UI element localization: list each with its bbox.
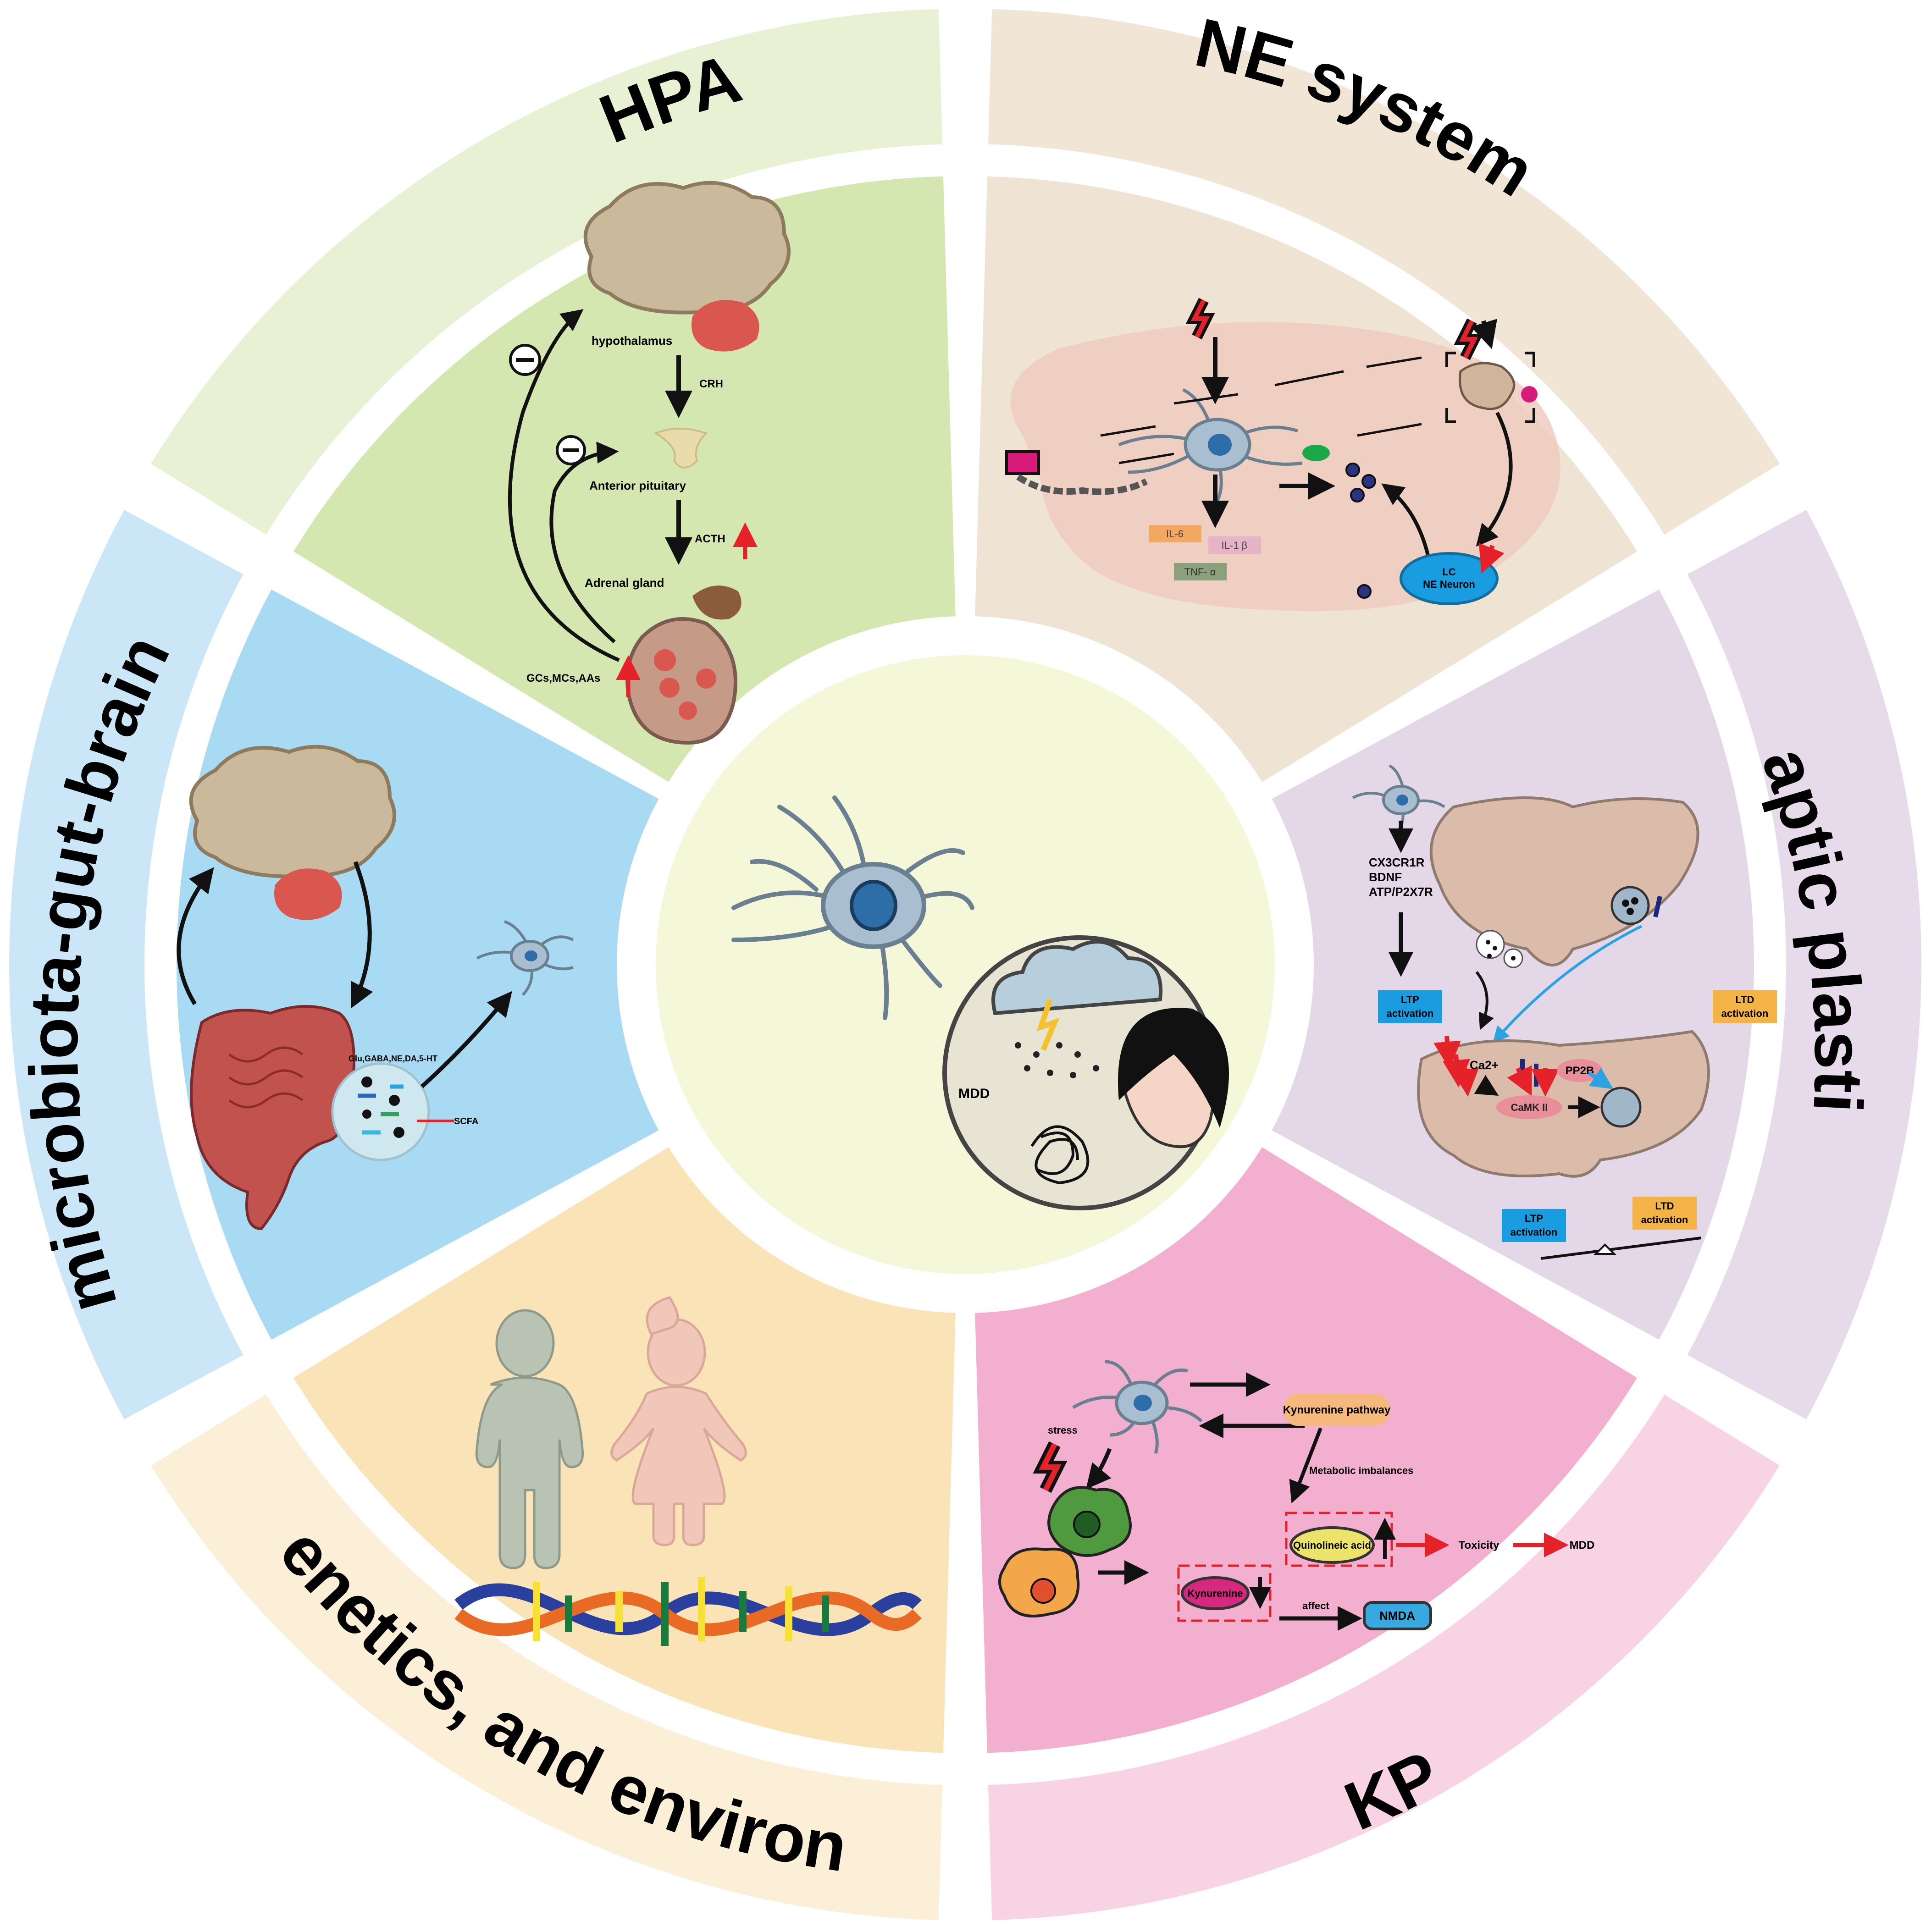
mdd-label: MDD xyxy=(958,1086,990,1101)
kynurenine-pathway-label: Kynurenine pathway xyxy=(1283,1404,1391,1416)
toxicity-label: Toxicity xyxy=(1459,1539,1500,1551)
synaptic-ring-segment xyxy=(1687,510,1921,1419)
kp-sector xyxy=(975,1147,1637,1753)
il6-label: IL-6 xyxy=(1166,528,1184,540)
quinolineic-acid-label: Quinolineic acid xyxy=(1293,1540,1371,1551)
il1b-label: IL-1 β xyxy=(1222,540,1248,551)
ltd-activation-label-bottom: activation xyxy=(1641,1214,1688,1225)
sex-genetics-illustration xyxy=(454,1296,922,1646)
ne-neuron-label: NE Neuron xyxy=(1423,579,1475,590)
dna-helix xyxy=(454,1577,922,1646)
gut-brain-illustration: Glu,GABA,NE,DA,5-HT SCFA xyxy=(177,745,574,1231)
center-microglia xyxy=(731,795,974,1020)
calcium-label: Ca2+ xyxy=(1470,1058,1499,1072)
crh-label: CRH xyxy=(699,378,723,390)
ltp-activation-label-top: activation xyxy=(1387,1008,1434,1019)
hypothalamus-label: hypothalamus xyxy=(592,334,672,348)
synaptic-illustration: CX3CR1R BDNF ATP/P2X7R LTP activation LT… xyxy=(1352,764,1777,1260)
tnfa-label: TNF- α xyxy=(1184,566,1216,578)
outer-ring xyxy=(9,9,1921,1921)
sex-ring-segment xyxy=(151,1394,943,1921)
ltd-label-bottom: LTD xyxy=(1655,1200,1674,1212)
mdd-inset: MDD xyxy=(942,935,1229,1210)
stress-label: stress xyxy=(1048,1424,1078,1436)
acth-label: ACTH xyxy=(695,533,725,545)
neurotransmitters-label: Glu,GABA,NE,DA,5-HT xyxy=(349,1054,437,1063)
cx3cr1r-label: CX3CR1R xyxy=(1369,856,1425,869)
kp-mdd-label: MDD xyxy=(1570,1539,1595,1551)
hpa-ring-segment xyxy=(151,9,943,535)
ne-illustration: LC NE Neuron IL-6 IL-1 β TNF- α xyxy=(1005,298,1560,612)
kynurenine-label: Kynurenine xyxy=(1187,1588,1243,1599)
kp-illustration: Kynurenine pathway stress Metabolic imba… xyxy=(998,1360,1595,1631)
adrenal-gland-label: Adrenal gland xyxy=(585,576,664,590)
hpa-sector xyxy=(293,176,956,782)
ltp-label-top: LTP xyxy=(1401,994,1419,1005)
hpa-illustration: hypothalamus CRH Anterior pituitary ACTH… xyxy=(508,181,791,745)
kp-ring-segment xyxy=(988,1394,1780,1921)
lc-label: LC xyxy=(1442,566,1455,578)
hormones-label: GCs,MCs,AAs xyxy=(526,672,600,684)
atp-p2x7r-label: ATP/P2X7R xyxy=(1369,885,1433,899)
ne-ring-segment xyxy=(988,9,1780,535)
ltd-activation-label-top: activation xyxy=(1721,1008,1769,1019)
scfa-label: SCFA xyxy=(454,1116,478,1126)
anterior-pituitary-label: Anterior pituitary xyxy=(589,479,686,492)
nmda-label: NMDA xyxy=(1379,1609,1415,1623)
ltp-activation-label-bottom: activation xyxy=(1510,1226,1558,1238)
metabolic-imbalances-label: Metabolic imbalances xyxy=(1309,1465,1413,1476)
ltp-label-bottom: LTP xyxy=(1525,1213,1543,1224)
gut-ring-segment xyxy=(9,510,243,1419)
ltd-label-top: LTD xyxy=(1735,994,1754,1005)
affect-label: affect xyxy=(1302,1600,1329,1612)
camk-label: CaMK II xyxy=(1511,1102,1548,1113)
bdnf-label: BDNF xyxy=(1369,870,1402,884)
center-circle xyxy=(656,655,1275,1274)
